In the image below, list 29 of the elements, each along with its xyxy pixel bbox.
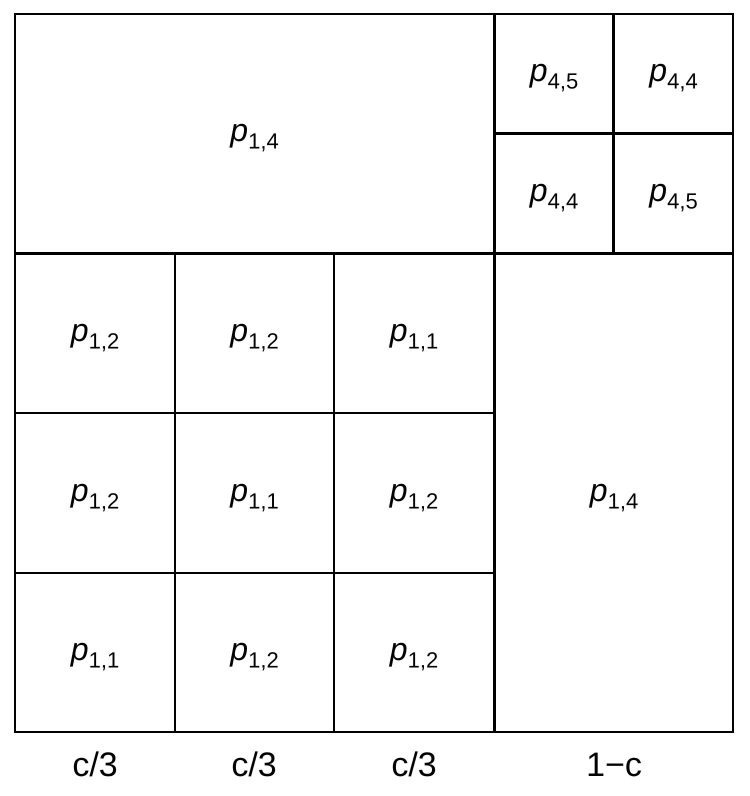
width-label: c/3: [231, 746, 277, 785]
width-label: 1−c: [586, 746, 642, 785]
cell-label: p$_{4,5}$: [530, 52, 578, 95]
grid-cell: [14, 253, 176, 414]
cell-label: p$_{4,5}$: [649, 172, 698, 215]
cell-label: p$_{1,1}$: [230, 472, 279, 514]
cell-label: p$_{1,2}$: [70, 312, 120, 355]
width-label: c/3: [72, 746, 118, 785]
grid-cell: [333, 253, 495, 414]
grid-cell: [613, 133, 734, 254]
cell-label: p$_{1,2}$: [70, 472, 120, 514]
grid-cell: [494, 253, 734, 733]
cell-label: p$_{1,2}$: [230, 312, 279, 355]
cell-label: p$_{1,2}$: [230, 631, 279, 674]
cell-label: p$_{1,2}$: [390, 472, 438, 514]
grid-cell: [494, 13, 614, 134]
grid-cell: [333, 572, 495, 733]
grid-cell: [14, 13, 495, 254]
cell-label: p$_{1,2}$: [390, 631, 438, 674]
cell-label: p$_{1,4}$: [590, 472, 638, 514]
grid-cell: [14, 572, 176, 733]
cell-label: p$_{1,1}$: [70, 631, 120, 674]
grid-cell: [494, 133, 614, 254]
cell-label: p$_{1,4}$: [230, 112, 279, 155]
cell-label: p$_{4,4}$: [649, 52, 698, 95]
width-label: c/3: [391, 746, 437, 785]
cell-label: p$_{4,4}$: [530, 172, 578, 215]
grid-cell: [613, 13, 734, 134]
cell-label: p$_{1,1}$: [390, 312, 438, 355]
